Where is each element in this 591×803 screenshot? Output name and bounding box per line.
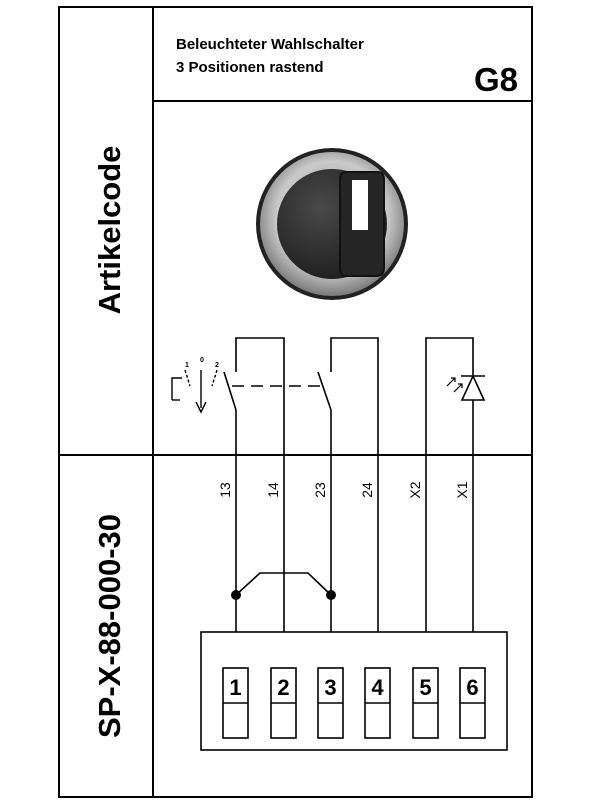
selector-actuator-symbol bbox=[171, 369, 218, 414]
wire-label-24: 24 bbox=[359, 482, 375, 498]
terminal-number-6: 6 bbox=[466, 675, 478, 700]
article-code-label: SP-X-88-000-30 bbox=[92, 514, 127, 738]
junction-dot bbox=[326, 590, 336, 600]
indicator-window bbox=[352, 180, 368, 230]
terminal-number-2: 2 bbox=[277, 675, 289, 700]
wire-label-x1: X1 bbox=[454, 481, 470, 498]
switch-position-1: 1 bbox=[185, 362, 189, 369]
switch-position-2: 2 bbox=[215, 362, 219, 369]
terminal-block bbox=[200, 631, 508, 751]
wire-label-14: 14 bbox=[265, 482, 281, 498]
led-symbol bbox=[446, 374, 486, 401]
selector-knob-image bbox=[256, 148, 408, 300]
terminal-number-4: 4 bbox=[371, 675, 384, 700]
title-line-1: Beleuchteter Wahlschalter bbox=[176, 36, 364, 53]
terminal-number-5: 5 bbox=[419, 675, 431, 700]
wiring bbox=[223, 337, 474, 668]
wire-label-23: 23 bbox=[312, 482, 328, 498]
switch-position-0: 0 bbox=[200, 357, 204, 364]
terminals bbox=[222, 667, 486, 739]
wire-label-13: 13 bbox=[217, 482, 233, 498]
wire-label-x2: X2 bbox=[407, 481, 423, 498]
terminal-number-3: 3 bbox=[324, 675, 336, 700]
model-code: G8 bbox=[474, 61, 518, 98]
junction-dot bbox=[231, 590, 241, 600]
frame bbox=[58, 6, 533, 798]
terminal-number-1: 1 bbox=[229, 675, 241, 700]
side-top-label: Artikelcode bbox=[92, 146, 127, 315]
title-line-2: 3 Positionen rastend bbox=[176, 59, 324, 76]
